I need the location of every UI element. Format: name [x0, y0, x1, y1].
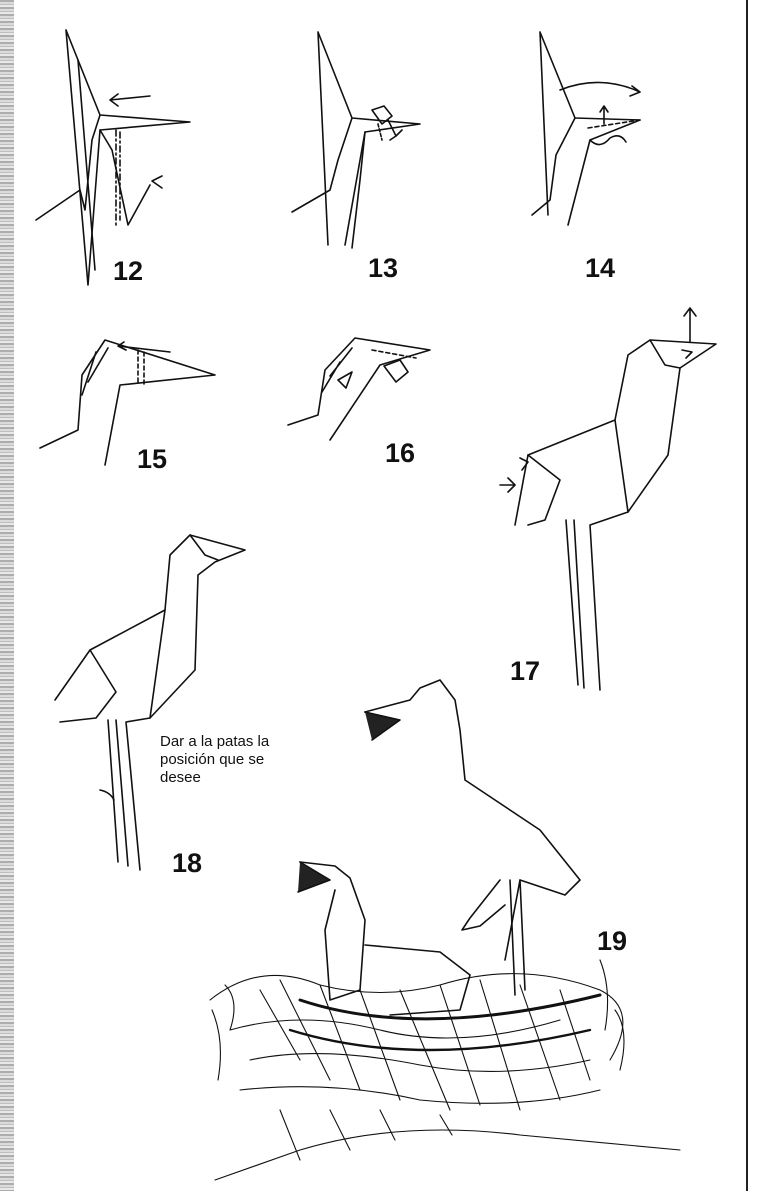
step-number-19: 19 — [597, 928, 627, 955]
step-number-12: 12 — [113, 258, 143, 285]
step-14-diagram — [532, 32, 640, 225]
step-15-diagram — [40, 340, 215, 465]
step-number-13: 13 — [368, 255, 398, 282]
step-17-diagram — [500, 308, 716, 690]
caption-line-1: Dar a la patas la — [160, 733, 330, 751]
step-18-diagram — [55, 535, 245, 870]
step-number-14: 14 — [585, 255, 615, 282]
step-number-17: 17 — [510, 658, 540, 685]
leg-position-caption: Dar a la patas la posición que se desee — [160, 733, 330, 787]
step-13-diagram — [292, 32, 420, 248]
step-number-16: 16 — [385, 440, 415, 467]
caption-line-3: desee — [160, 769, 330, 787]
caption-line-2: posición que se — [160, 751, 330, 769]
step-number-15: 15 — [137, 446, 167, 473]
step-12-diagram — [36, 30, 190, 285]
step-number-18: 18 — [172, 850, 202, 877]
step-16-diagram — [288, 338, 430, 440]
